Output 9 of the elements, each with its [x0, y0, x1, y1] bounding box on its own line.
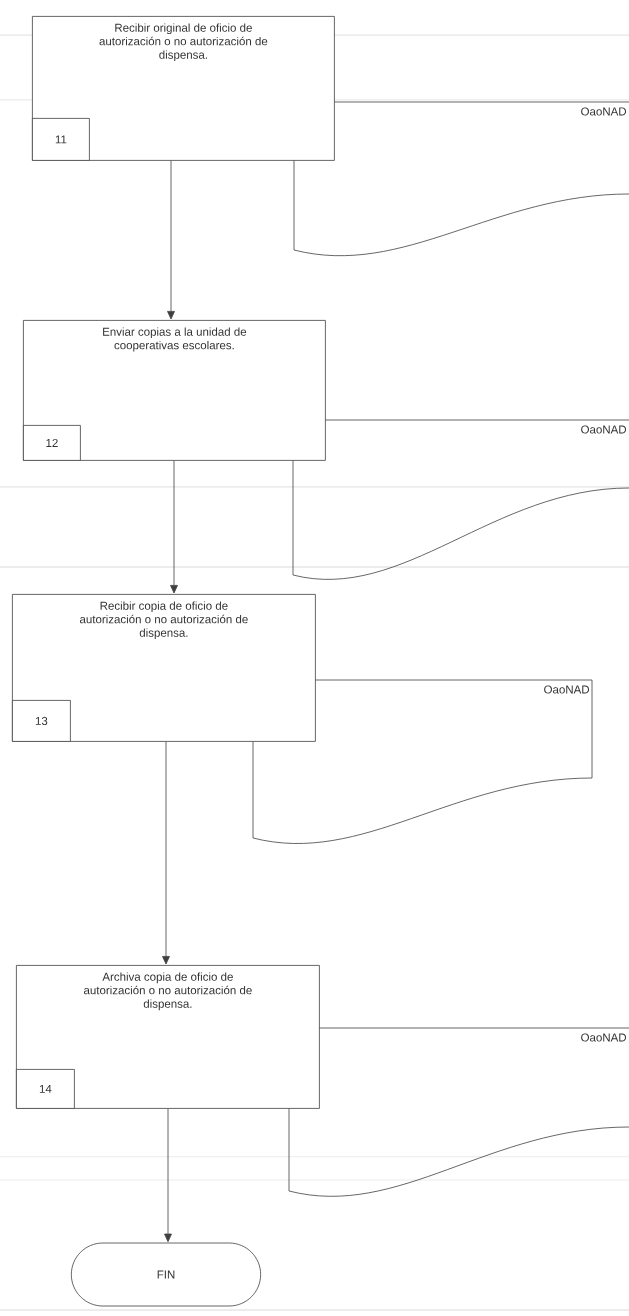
- terminator: FIN: [70, 1242, 262, 1307]
- arrow: [167, 160, 175, 320]
- step-number: 14: [16, 1069, 75, 1109]
- step-number: 13: [12, 700, 71, 742]
- step-number: 12: [23, 425, 81, 461]
- arrow: [162, 741, 170, 965]
- arrow: [164, 1108, 172, 1243]
- arrow: [170, 460, 178, 594]
- step-number: 11: [32, 118, 90, 161]
